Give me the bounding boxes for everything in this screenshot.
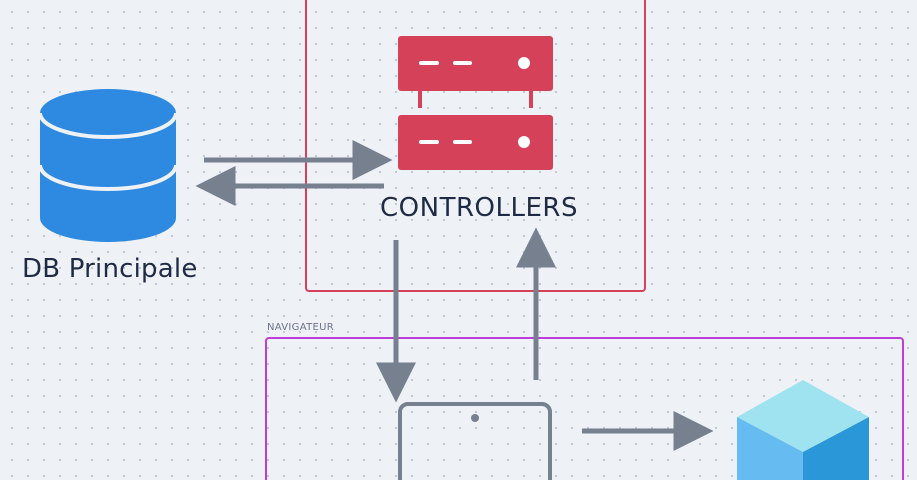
server-icon[interactable] — [398, 36, 553, 170]
controllers-label: CONTROLLERS — [380, 193, 578, 223]
browser-label: NAVIGATEUR — [267, 322, 334, 333]
controllers-frame[interactable] — [305, 0, 646, 292]
database-label: DB Principale — [22, 254, 198, 284]
database-icon[interactable] — [38, 89, 178, 242]
cube-icon[interactable] — [737, 380, 869, 480]
browser-frame[interactable] — [265, 337, 904, 480]
tablet-icon[interactable] — [398, 402, 552, 480]
